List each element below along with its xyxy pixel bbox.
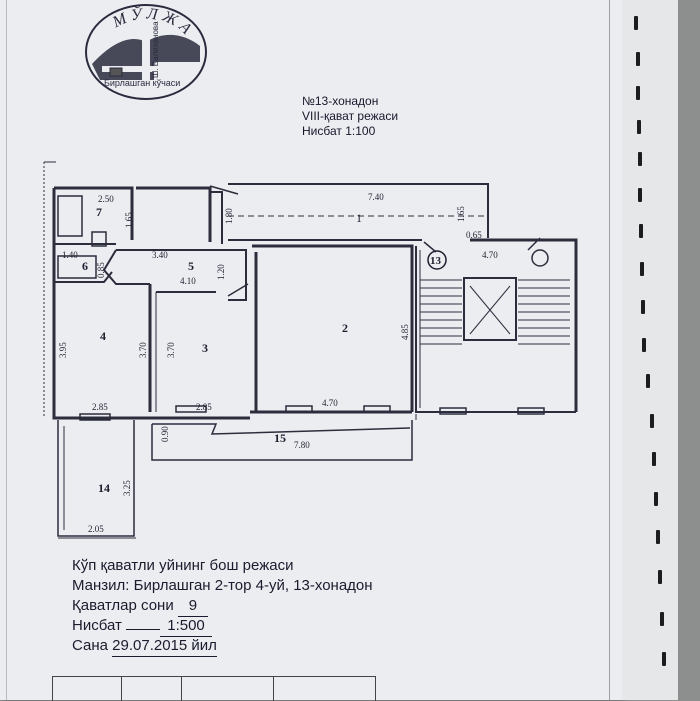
info-title: Кўп қаватли уйнинг бош режаси	[72, 557, 294, 574]
bottom-table	[52, 676, 376, 701]
dim-room15-length: 7.80	[294, 440, 310, 450]
plan-scale: Нисбат 1:100	[302, 124, 376, 138]
perforation-mark	[660, 612, 664, 626]
dim-room1-width-right: 1.65	[456, 206, 466, 222]
address-label: Манзил:	[72, 577, 130, 594]
floor-title: VIII-қават режаси	[302, 109, 399, 123]
room-15-label: 15	[274, 431, 286, 445]
apartment-number: №13-хонадон	[302, 94, 379, 108]
company-stamp: МЎЛЖАЛ Ш. Валиханова Бирлашган кўчаси	[74, 0, 210, 102]
stamp-street-bottom: Бирлашган кўчаси	[104, 78, 180, 88]
table-divider	[181, 677, 182, 701]
info-floors: Қаватлар сони 9	[72, 596, 373, 617]
perforation-mark	[638, 152, 642, 166]
dim-room5-bottom: 4.10	[180, 276, 196, 286]
room-14-label: 14	[98, 481, 110, 495]
table-divider	[121, 677, 122, 701]
frame-line-left	[6, 0, 7, 700]
table-divider	[273, 677, 274, 701]
dim-room3-height: 3.70	[166, 342, 176, 358]
perforation-mark	[636, 86, 640, 100]
dim-room14-width: 2.05	[88, 524, 104, 534]
perforation-mark	[652, 452, 656, 466]
dim-room7-height: 1.65	[124, 212, 134, 228]
room-7-label: 7	[96, 205, 102, 219]
apartment-marker: 13	[430, 255, 442, 267]
date-value: 29.07.2015 йил	[112, 636, 217, 657]
perforation-mark	[637, 120, 641, 134]
dim-room1-length: 7.40	[368, 192, 384, 202]
dim-room1-width-left: 1.80	[224, 208, 234, 224]
perforation-mark	[640, 262, 644, 276]
dim-room3-width: 2.85	[196, 402, 212, 412]
perforation-mark	[641, 300, 645, 314]
perforation-mark	[658, 570, 662, 584]
floor-plan: 1 2 3 4 5 6 7 14 15 13 7.40 0.65 2.50 1.…	[0, 150, 600, 550]
info-date: Сана 29.07.2015 йил	[72, 636, 373, 657]
room-4-label: 4	[100, 329, 106, 343]
dim-room1-offset: 0.65	[466, 230, 482, 240]
perforation-mark	[662, 652, 666, 666]
perforation-mark	[639, 224, 643, 238]
document-sheet	[0, 0, 622, 700]
info-scale: Нисбат 1:500	[72, 616, 373, 637]
perforation-mark	[634, 16, 638, 30]
dim-room14-height: 3.25	[122, 480, 132, 496]
perforation-mark	[654, 492, 658, 506]
perforation-mark	[638, 188, 642, 202]
date-label: Сана	[72, 637, 108, 654]
perforation-mark	[656, 530, 660, 544]
dim-room5-height: 1.20	[216, 264, 226, 280]
dim-room6-height: 0.85	[96, 262, 106, 278]
perforation-mark	[636, 52, 640, 66]
dim-room4-width: 2.85	[92, 402, 108, 412]
floors-value: 9	[177, 596, 208, 617]
perforation-mark	[646, 374, 650, 388]
dim-room6-width: 1.40	[62, 250, 78, 260]
address-value: Бирлашган 2-тор 4-уй, 13-хонадон	[133, 577, 373, 594]
room-6-label: 6	[82, 259, 88, 273]
perforation-mark	[650, 414, 654, 428]
plan-info: Кўп қаватли уйнинг бош режаси Манзил: Би…	[72, 556, 373, 657]
dim-room5-top: 3.40	[152, 250, 168, 260]
dim-stair-width: 4.70	[482, 250, 498, 260]
dim-room2-width: 4.70	[322, 398, 338, 408]
perforation-mark	[642, 338, 646, 352]
dim-room15-width: 0.90	[160, 426, 170, 442]
room-5-label: 5	[188, 259, 194, 273]
page-edge	[622, 0, 678, 700]
stamp-street-vertical: Ш. Валиханова	[151, 21, 160, 78]
frame-line-right	[609, 0, 610, 700]
scale-label: Нисбат	[72, 617, 122, 634]
dim-room7-width: 2.50	[98, 194, 114, 204]
info-address: Манзил: Бирлашган 2-тор 4-уй, 13-хонадон	[72, 576, 373, 596]
apartment-marker-circle	[427, 250, 447, 270]
dim-room4-height: 3.95	[58, 342, 68, 358]
floors-label: Қаватлар сони	[72, 597, 174, 614]
scale-underline	[126, 629, 161, 630]
dim-room2-height: 4.85	[400, 324, 410, 340]
room-1-label: 1	[356, 211, 362, 225]
room-3-label: 3	[202, 341, 208, 355]
stamp-brand: МЎЛЖАЛ	[82, 2, 197, 40]
scale-value: 1:500	[160, 616, 213, 637]
plan-header: №13-хонадон VIII-қават режаси Нисбат 1:1…	[302, 94, 398, 139]
room-2-label: 2	[342, 321, 348, 335]
dim-room4-height-right: 3.70	[138, 342, 148, 358]
